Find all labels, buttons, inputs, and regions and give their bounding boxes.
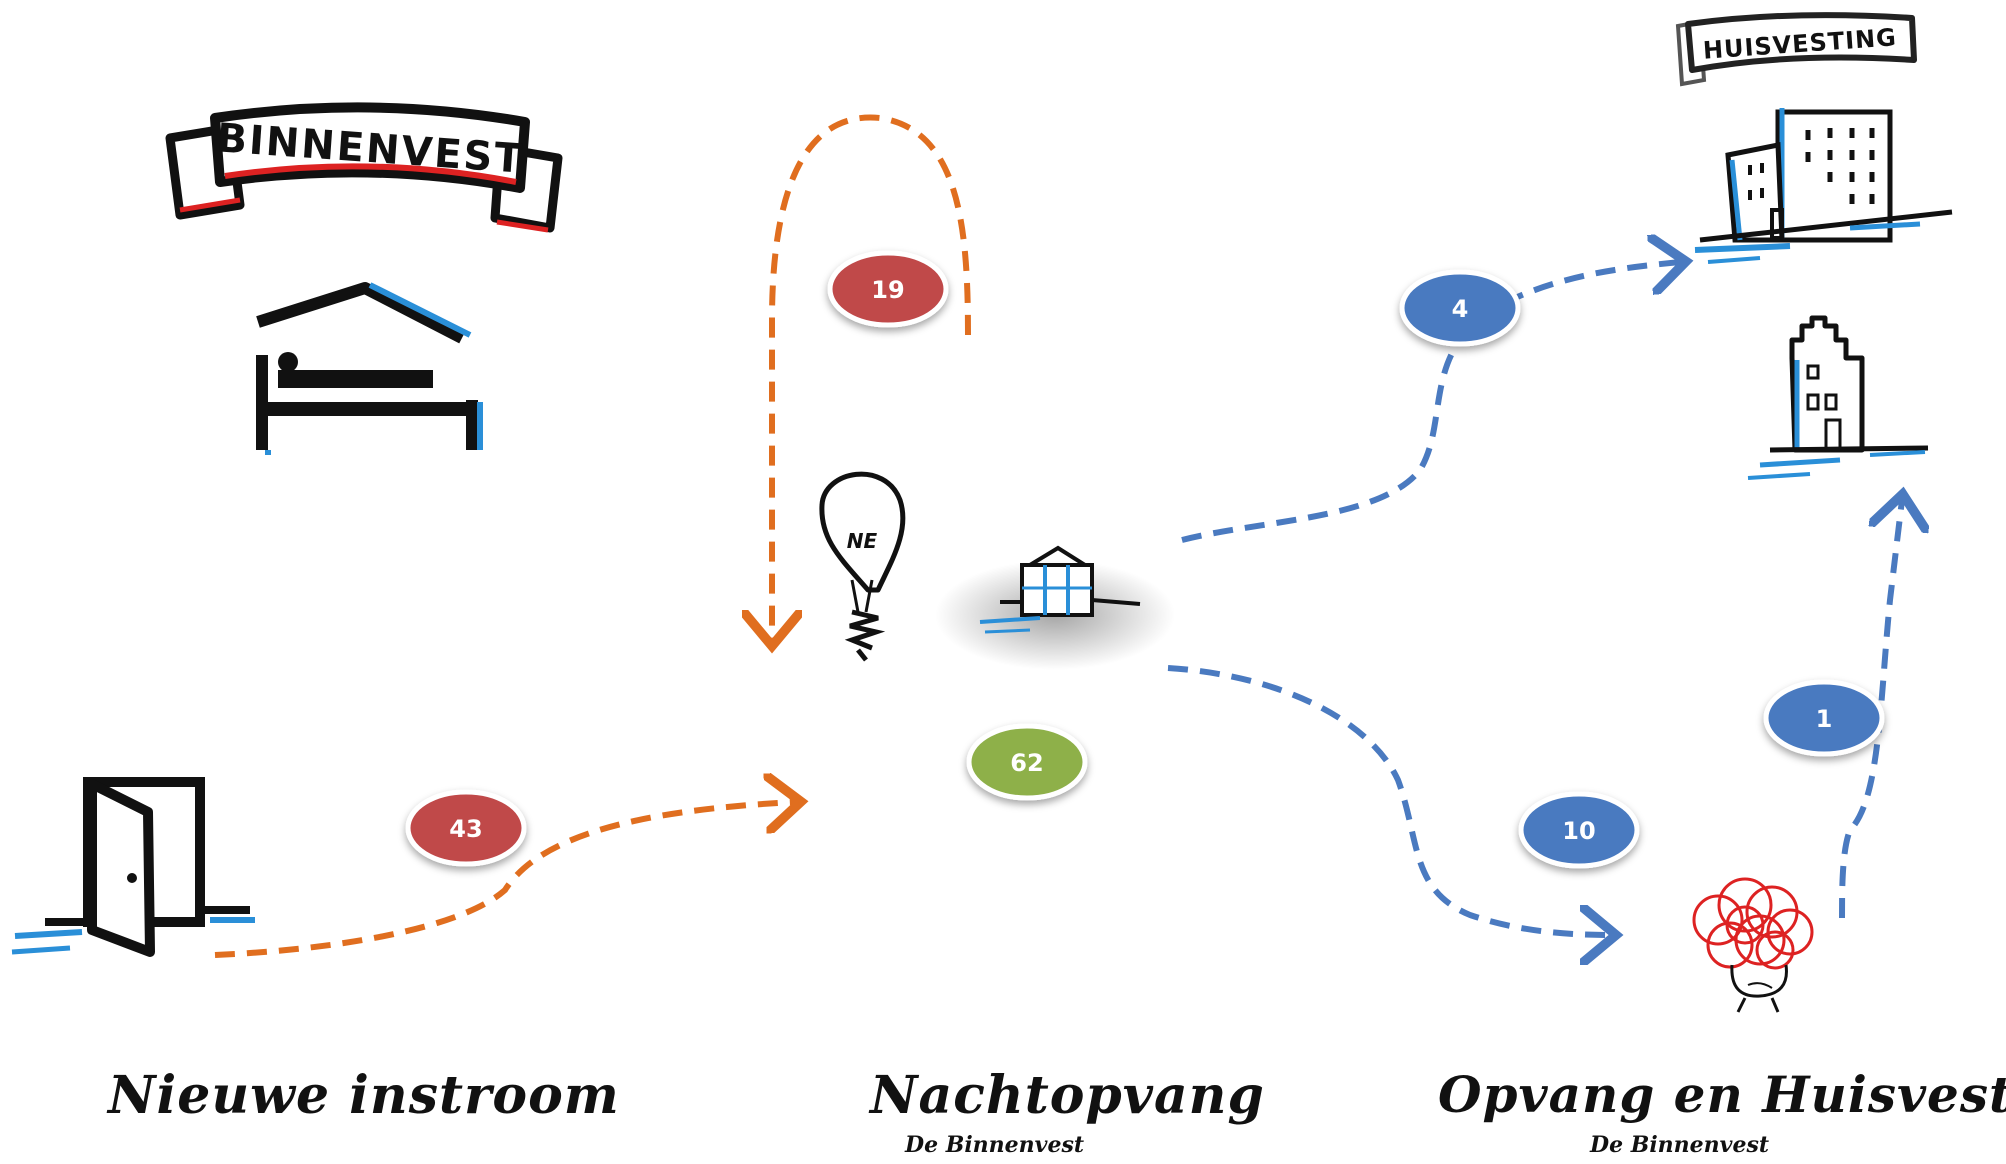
badge-43-value: 43 (449, 815, 482, 843)
arrow-nachtopvang-to-opvang (1167, 665, 1610, 935)
badge-62-value: 62 (1010, 749, 1043, 777)
badge-19: 19 (827, 250, 949, 328)
badge-4-value: 4 (1452, 295, 1469, 323)
light-bulb-icon: NE (819, 471, 906, 662)
shelter-building-icon (935, 545, 1175, 670)
huisvesting-banner: HUISVESTING (1675, 12, 1917, 87)
badge-43: 43 (405, 789, 527, 867)
label-nachtopvang-sub: De Binnenvest (905, 1132, 1084, 1158)
badge-4: 4 (1399, 269, 1521, 347)
light-bulb-text: NE (847, 529, 878, 553)
townhouse-icon (1747, 315, 1929, 480)
apartment-building-icon (1694, 108, 1953, 264)
badge-10: 10 (1518, 791, 1640, 869)
bed-shelter-icon (256, 282, 483, 455)
badge-1: 1 (1763, 679, 1885, 757)
badge-62: 62 (966, 723, 1088, 801)
arrow-nachtopvang-to-huisvesting (1181, 262, 1680, 543)
arrow-instroom-to-nachtopvang (214, 802, 795, 958)
label-opvang-huisvesting: Opvang en Huisvesting (1438, 1065, 2006, 1124)
arrow-opvang-to-huisvesting (1839, 500, 1902, 919)
label-nieuwe-instroom: Nieuwe instroom (108, 1065, 620, 1126)
arrow-nachtopvang-loop (772, 114, 971, 640)
label-nachtopvang: Nachtopvang (870, 1065, 1265, 1126)
door-icon (11, 777, 255, 957)
badge-10-value: 10 (1562, 817, 1595, 845)
label-opvang-sub: De Binnenvest (1590, 1132, 1769, 1158)
binnenvest-banner: BINNENVEST (165, 102, 563, 233)
badge-1-value: 1 (1816, 705, 1833, 733)
confused-person-icon (1692, 877, 1814, 1013)
badge-19-value: 19 (871, 276, 904, 304)
